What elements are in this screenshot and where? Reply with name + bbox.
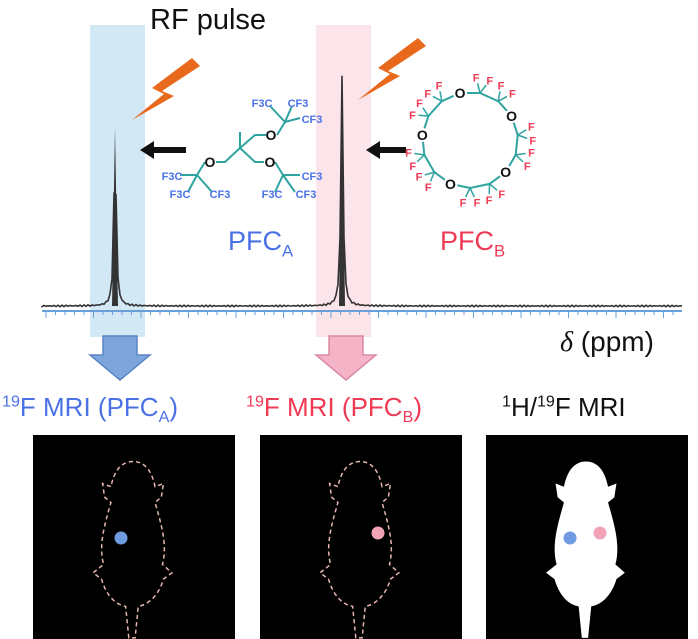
cf-bond: [416, 154, 425, 163]
cf-bond: [432, 95, 443, 102]
cf3-group-label: CF3: [210, 189, 231, 201]
cf-bond: [497, 91, 501, 102]
signal-spot: [114, 531, 128, 545]
fluorine-atom: F: [424, 89, 431, 101]
signal-spot: [371, 526, 385, 540]
fluorine-atom: F: [528, 122, 535, 134]
cf-bond: [429, 171, 436, 182]
cf3-group-label: CF3: [288, 98, 309, 110]
oxygen-atom: O: [445, 176, 456, 192]
oxygen-atom: O: [205, 154, 216, 170]
cf3-group-label: F3C: [170, 189, 191, 201]
cf-bond: [418, 114, 429, 117]
down-arrow-icon-a: [87, 335, 153, 381]
fluorine-atom: F: [524, 161, 531, 173]
peak-pfc-a: [112, 127, 118, 306]
pfc-b-label: PFCB: [440, 226, 506, 261]
mouse-silhouette: [91, 460, 174, 639]
fluorine-atom: F: [528, 148, 535, 160]
mri-image-background: [260, 435, 462, 639]
cf-bond: [414, 152, 425, 156]
fluorine-atom: F: [425, 182, 432, 194]
fluorine-atom: F: [509, 89, 516, 101]
oxygen-atom: O: [266, 127, 277, 143]
mouse-silhouette: [318, 460, 401, 639]
rf-pulse-label: RF pulse: [150, 4, 267, 36]
atom-bg: [498, 165, 513, 180]
pfc-b-ring-bonds: [421, 92, 519, 190]
cf-bond: [489, 183, 498, 191]
fluorine-atom: F: [486, 75, 493, 87]
cf3-group-label: CF3: [302, 114, 323, 126]
fluorine-atom: F: [473, 73, 480, 85]
mri-panel-overlay: [486, 435, 688, 639]
oxygen-atom: O: [500, 164, 511, 180]
fluorine-atom: F: [405, 148, 412, 160]
down-arrow-icon-b: [313, 335, 379, 381]
cf3-group-label: F3C: [252, 98, 273, 110]
mri-panel-pfc-b: [260, 435, 462, 639]
fluorine-atom: F: [436, 80, 443, 92]
pfc-a-label: PFCA: [228, 226, 294, 261]
cf-bond: [422, 107, 430, 117]
atom-bg: [504, 109, 519, 123]
signal-spot-pfc-b: [593, 526, 607, 540]
panel-title-pfc-b: 19F MRI (PFCB): [246, 392, 422, 427]
atom-bg: [443, 176, 458, 191]
pfc-a-bonds: [180, 105, 301, 193]
fluorine-atom: F: [486, 195, 493, 207]
nmr-spectrum-line: [41, 75, 682, 308]
cf3-group-label: CF3: [296, 189, 317, 201]
peak-pfc-b: [339, 74, 345, 306]
oxygen-atom: O: [506, 108, 517, 124]
cf-bond: [479, 84, 487, 94]
fluorine-atom: F: [474, 197, 481, 209]
oxygen-atom: O: [417, 127, 428, 143]
arrow-left-icon-b: [366, 141, 406, 159]
cf-bond: [515, 152, 526, 156]
mri-panel-pfc-a: [33, 435, 235, 639]
cf-bond: [476, 83, 481, 94]
cf3-group-label: F3C: [262, 189, 283, 201]
fluorine-atom: F: [409, 110, 416, 122]
panel-title-pfc-a: 19F MRI (PFCA): [2, 392, 178, 427]
fluorine-atom: F: [529, 135, 536, 147]
fluorine-atom: F: [498, 80, 505, 92]
oxygen-atom: O: [455, 85, 466, 101]
fluorine-atom: F: [416, 172, 423, 184]
cf-bond: [439, 91, 443, 102]
cf-bond: [497, 95, 508, 102]
atom-bg: [453, 86, 468, 101]
cf-bond: [515, 154, 524, 163]
fluorine-atom: F: [409, 161, 416, 173]
atom-bg: [415, 127, 430, 142]
cf-bond: [469, 187, 476, 198]
oxygen-atom: O: [265, 154, 276, 170]
cf-bond: [517, 134, 528, 140]
signal-spot-pfc-a: [563, 531, 577, 545]
fluorine-atom: F: [498, 189, 505, 201]
fluorine-atom: F: [416, 98, 423, 110]
cf-bond: [464, 187, 471, 198]
cf-bond: [517, 129, 527, 136]
arrow-left-icon-a: [140, 141, 186, 159]
cf-bond: [424, 171, 435, 176]
cf3-group-label: F3C: [162, 171, 183, 183]
rf-bolt-icon-b: [358, 38, 426, 100]
fluorine-atom: F: [460, 197, 467, 209]
rf-bolt-icon-a: [132, 58, 200, 120]
mouse-silhouette: [546, 461, 625, 638]
delta-ppm-axis-label: δ (ppm): [560, 326, 654, 358]
mri-image-background: [33, 435, 235, 639]
cf3-group-label: CF3: [302, 171, 323, 183]
panel-title-overlay: 1H/19F MRI: [502, 392, 626, 422]
